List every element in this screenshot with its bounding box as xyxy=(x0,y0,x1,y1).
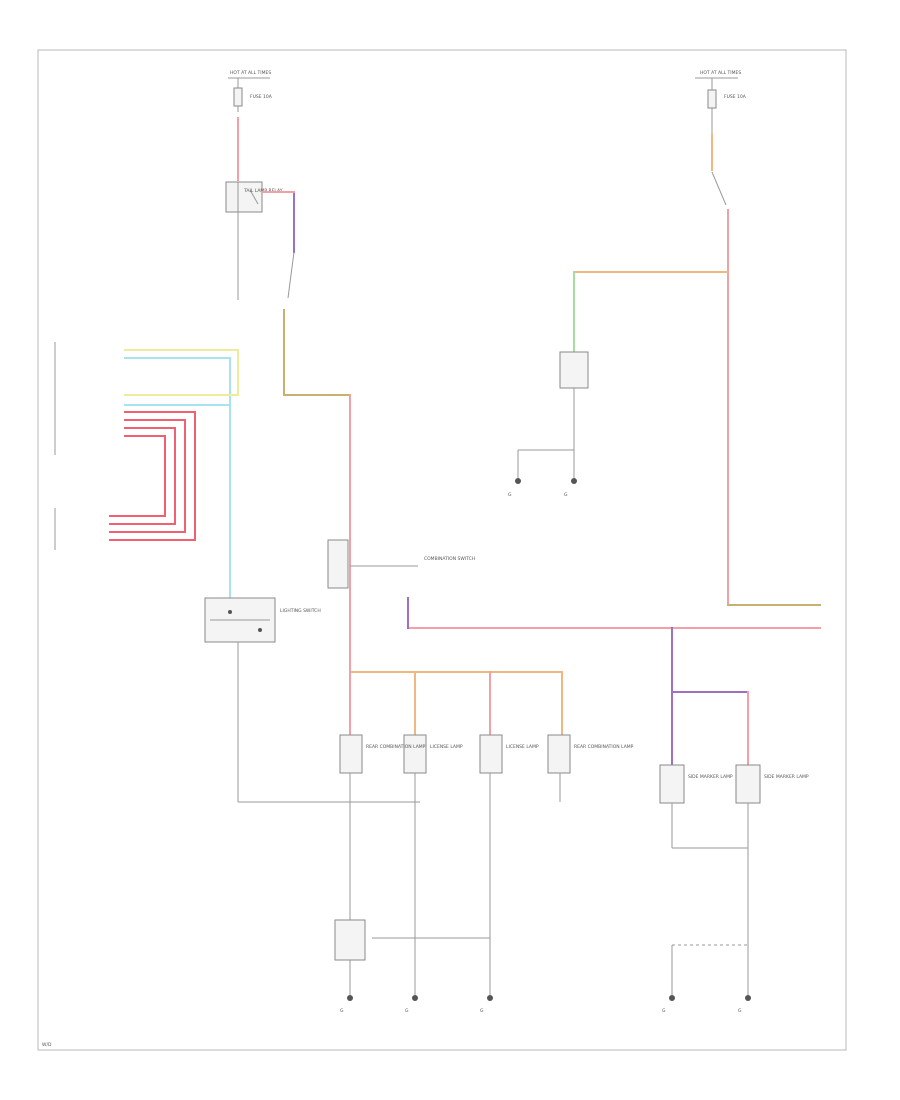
svg-text:SIDE MARKER LAMP: SIDE MARKER LAMP xyxy=(764,774,809,780)
ground-symbols-left: G G G xyxy=(340,995,493,1014)
svg-text:LICENSE LAMP: LICENSE LAMP xyxy=(506,744,539,750)
svg-text:LICENSE LAMP: LICENSE LAMP xyxy=(430,744,463,750)
svg-text:REAR COMBINATION LAMP: REAR COMBINATION LAMP xyxy=(574,744,634,750)
wire-orange-lamp-bus xyxy=(349,671,563,736)
ground-3 xyxy=(487,995,493,1001)
svg-text:G: G xyxy=(508,492,512,498)
license-lamp-right xyxy=(479,734,503,774)
lighting-switch-label: LIGHTING SWITCH xyxy=(280,608,321,614)
rear-combo-lamp-right xyxy=(547,734,571,774)
ground-5 xyxy=(571,478,577,484)
svg-text:G: G xyxy=(405,1008,409,1014)
right-fuse xyxy=(707,89,717,109)
left-connector-block xyxy=(54,342,239,601)
right-relay xyxy=(559,351,589,389)
rear-combo-lamp-left xyxy=(339,734,363,774)
svg-text:G: G xyxy=(340,1008,344,1014)
svg-text:G: G xyxy=(738,1008,742,1014)
left-fuse-label: HOT AT ALL TIMES xyxy=(230,70,271,76)
right-fuse-label: HOT AT ALL TIMES xyxy=(700,70,741,76)
footer-mark: W/D xyxy=(42,1042,52,1048)
combination-switch: COMBINATION SWITCH xyxy=(327,539,475,589)
svg-text:G: G xyxy=(662,1008,666,1014)
ground-6 xyxy=(669,995,675,1001)
svg-text:G: G xyxy=(564,492,568,498)
side-marker-lamp-left xyxy=(659,764,685,804)
ground-7 xyxy=(745,995,751,1001)
combination-switch-label: COMBINATION SWITCH xyxy=(424,556,475,562)
diagram-frame xyxy=(37,49,847,1051)
side-marker-lamps: SIDE MARKER LAMP SIDE MARKER LAMP xyxy=(659,764,809,804)
side-marker-lamp-right xyxy=(735,764,761,804)
rear-lamp-row: REAR COMBINATION LAMP LICENSE LAMP LICEN… xyxy=(339,734,634,774)
ground-4 xyxy=(515,478,521,484)
ground-1 xyxy=(347,995,353,1001)
ground-2 xyxy=(412,995,418,1001)
svg-text:REAR COMBINATION LAMP: REAR COMBINATION LAMP xyxy=(366,744,426,750)
lighting-switch: LIGHTING SWITCH xyxy=(204,597,321,643)
tail-relay: TAIL LAMP RELAY xyxy=(225,181,283,213)
svg-text:G: G xyxy=(480,1008,484,1014)
right-fuse-desc: FUSE 10A xyxy=(724,94,747,100)
left-fuse-desc: FUSE 10A xyxy=(250,94,273,100)
wire-tan-main xyxy=(283,309,351,396)
left-fuse xyxy=(233,87,243,107)
license-lamp-left xyxy=(403,734,427,774)
svg-text:SIDE MARKER LAMP: SIDE MARKER LAMP xyxy=(688,774,733,780)
left-fuse-group: HOT AT ALL TIMES FUSE 10A xyxy=(228,70,273,112)
right-fuse-group: HOT AT ALL TIMES FUSE 10A xyxy=(695,70,747,135)
bottom-left-component xyxy=(334,919,366,961)
